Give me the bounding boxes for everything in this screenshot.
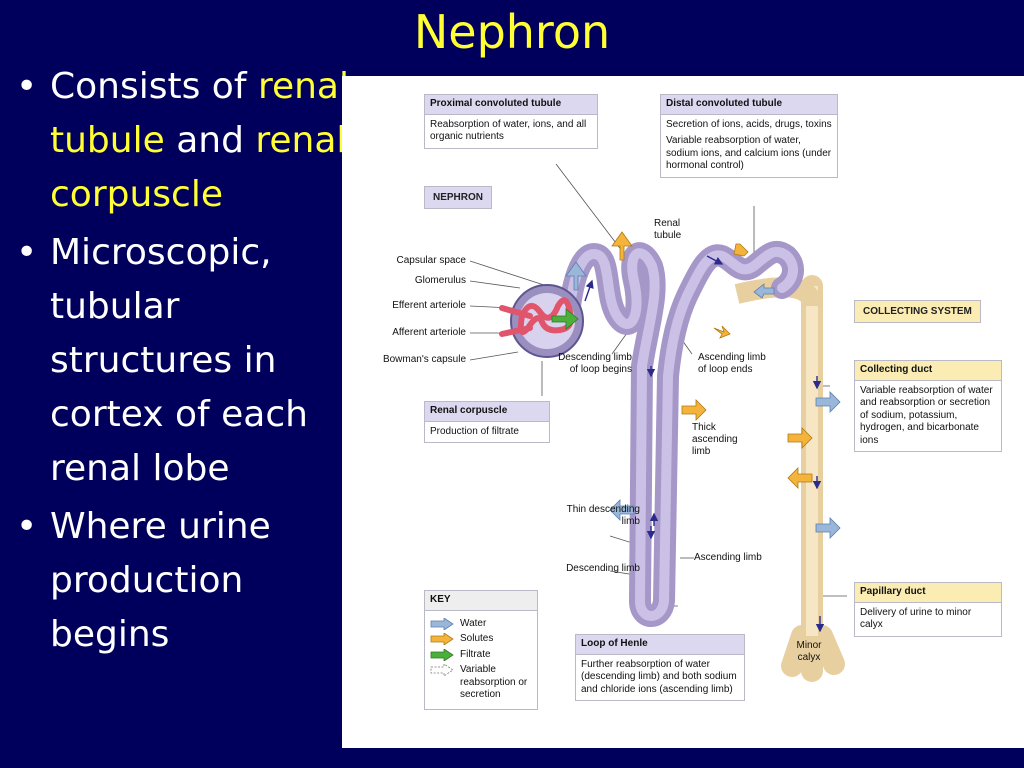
bullet-text: and <box>164 120 256 161</box>
key-label: Solutes <box>460 633 494 644</box>
water-arrow-icon <box>430 617 454 630</box>
dct-text-1: Secretion of ions, acids, drugs, toxins <box>666 118 832 130</box>
renal-corpuscle-title: Renal corpuscle <box>425 402 549 422</box>
label-efferent-arteriole: Efferent arteriole <box>392 300 466 311</box>
loop-of-henle-text: Further reabsorption of water (descendin… <box>581 658 737 695</box>
filtrate-arrow-icon <box>430 648 454 661</box>
pct-title: Proximal convoluted tubule <box>425 95 597 115</box>
label-bowmans-capsule: Bowman's capsule <box>382 354 466 365</box>
label-ascending-limb-ends: Ascending limb of loop ends <box>698 352 766 375</box>
key-item-solutes: Solutes <box>430 633 532 646</box>
label-afferent-arteriole: Afferent arteriole <box>392 327 466 338</box>
bullet-highlight: renal corpuscle <box>50 120 347 215</box>
dct-title: Distal convoluted tubule <box>661 95 837 115</box>
renal-corpuscle-text: Production of filtrate <box>430 425 519 437</box>
loop-of-henle-box: Loop of Henle Further reabsorption of wa… <box>575 634 745 701</box>
key-label: Variable reabsorption or secretion <box>460 664 528 700</box>
key-title: KEY <box>425 591 537 611</box>
collecting-duct-shape <box>734 275 845 682</box>
collecting-duct-box: Collecting duct Variable reabsorption of… <box>854 360 1002 452</box>
key-label: Filtrate <box>460 648 491 660</box>
nephron-figure: Proximal convoluted tubule Reabsorption … <box>342 76 1024 748</box>
nephron-illustration <box>469 163 847 682</box>
dct-box: Distal convoluted tubule Secretion of io… <box>660 94 838 178</box>
bullet-item: Where urine production begins <box>14 500 349 662</box>
key-item-water: Water <box>430 617 532 631</box>
bullet-item: Consists of renal tubule and renal corpu… <box>14 60 349 222</box>
renal-corpuscle-box: Renal corpuscle Production of filtrate <box>424 401 550 443</box>
loop-of-henle-title: Loop of Henle <box>576 635 744 655</box>
label-descending-limb: Descending limb <box>566 563 640 574</box>
pct-box: Proximal convoluted tubule Reabsorption … <box>424 94 598 149</box>
bullet-list: Consists of renal tubule and renal corpu… <box>14 60 349 666</box>
nephron-tag: NEPHRON <box>424 186 493 209</box>
label-minor-calyx: Minor calyx <box>796 640 822 663</box>
label-thick-ascending-limb: Thick ascending limb <box>692 422 738 457</box>
pct-text: Reabsorption of water, ions, and all org… <box>430 118 587 143</box>
label-ascending-limb: Ascending limb <box>694 552 762 563</box>
collecting-system-tag: COLLECTING SYSTEM <box>854 300 981 323</box>
bullet-text: Where urine production begins <box>50 506 271 655</box>
key-box: KEY Water Solutes Filtrate Variable reab… <box>424 590 538 710</box>
papillary-duct-title: Papillary duct <box>855 583 1001 603</box>
renal-corpuscle-shape <box>499 284 584 358</box>
bullet-highlight: renal tubule <box>50 66 349 161</box>
transport-arrows <box>551 231 841 539</box>
key-label: Water <box>460 617 487 629</box>
label-renal-tubule: Renal tubule <box>654 218 682 241</box>
papillary-duct-box: Papillary duct Delivery of urine to mino… <box>854 582 1002 637</box>
slide-title: Nephron <box>413 5 611 59</box>
label-capsular-space: Capsular space <box>396 255 466 266</box>
bullet-text: Consists of <box>50 66 258 107</box>
collecting-duct-text: Variable reabsorption of water and reabs… <box>860 384 993 446</box>
flow-arrows <box>584 255 825 633</box>
collecting-duct-title: Collecting duct <box>855 361 1001 381</box>
key-item-variable: Variable reabsorption or secretion <box>430 664 532 702</box>
renal-tubule-shape <box>559 240 804 627</box>
solutes-arrow-icon <box>430 633 454 645</box>
variable-arrow-icon <box>430 664 454 676</box>
label-descending-limb-begins: Descending limb of loop begins <box>558 352 632 375</box>
papillary-duct-text: Delivery of urine to minor calyx <box>860 606 972 631</box>
dct-text-2: Variable reabsorption of water, sodium i… <box>666 135 832 171</box>
bullet-item: Microscopic, tubular structures in corte… <box>14 226 349 496</box>
key-item-filtrate: Filtrate <box>430 648 532 662</box>
bullet-text: Microscopic, tubular structures in corte… <box>50 232 308 489</box>
label-thin-descending-limb: Thin descending limb <box>566 504 640 527</box>
label-glomerulus: Glomerulus <box>414 275 466 286</box>
